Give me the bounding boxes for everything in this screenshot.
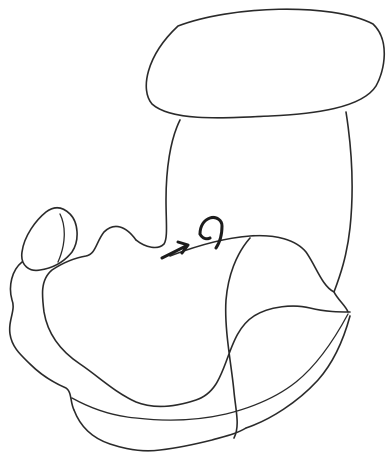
tube-left-edge bbox=[136, 120, 180, 247]
lower-band-right bbox=[246, 316, 350, 428]
body-outer-contour bbox=[42, 226, 350, 406]
outer-layer-bottom bbox=[74, 410, 246, 451]
outer-layer-left bbox=[10, 262, 74, 410]
lower-band-inner bbox=[72, 314, 348, 420]
tube-right-edge bbox=[334, 112, 352, 312]
top-oval-outline bbox=[146, 9, 384, 118]
left-knob-inner-line bbox=[58, 214, 64, 262]
arrow-right-icon bbox=[162, 242, 188, 258]
inner-fold-line bbox=[170, 236, 334, 292]
